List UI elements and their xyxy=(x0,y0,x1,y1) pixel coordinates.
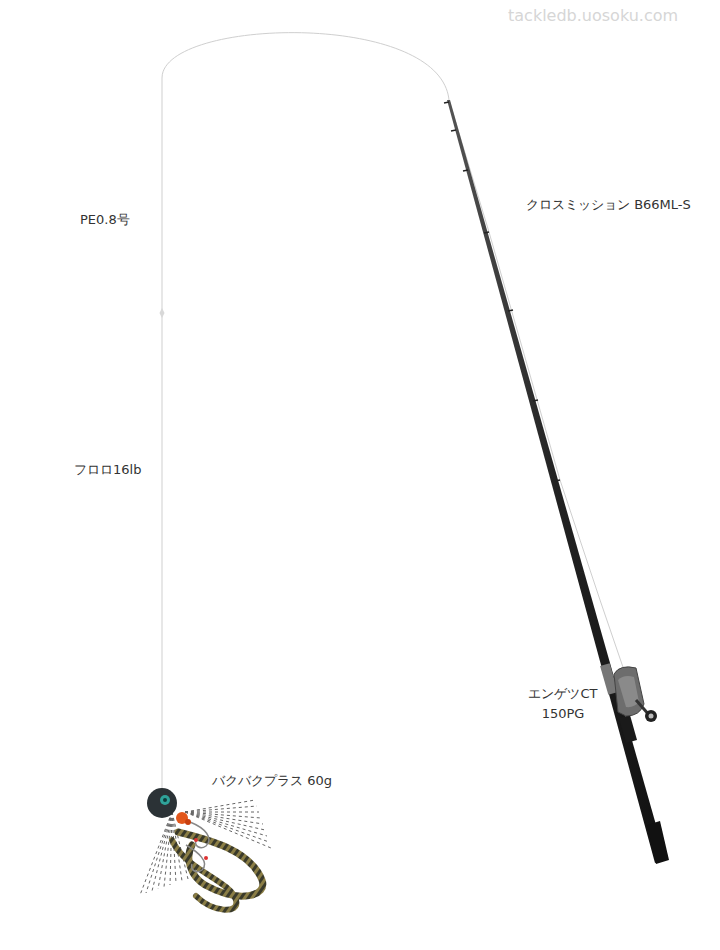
skirt-strand xyxy=(185,812,265,830)
rod-foregrip xyxy=(619,715,637,743)
rod-guide xyxy=(555,480,560,481)
reel-label: エンゲツCT 150PG xyxy=(518,684,608,724)
line-label: PE0.8号 xyxy=(80,210,130,230)
rod-guide xyxy=(508,310,513,311)
skirt-strand xyxy=(185,812,259,813)
rod-guide xyxy=(533,400,538,401)
skirt-strand xyxy=(170,812,172,885)
skirt-strand xyxy=(185,806,257,812)
rod-guide xyxy=(444,102,449,103)
fishing-line xyxy=(162,33,449,790)
leader-label: フロロ16lb xyxy=(74,460,141,480)
skirt-strand xyxy=(140,812,172,895)
rod-label: クロスミッション B66ML-S xyxy=(526,195,691,215)
lure xyxy=(140,788,271,910)
skirt-strand xyxy=(185,812,267,836)
skirt-strand xyxy=(185,812,271,848)
skirt-strand xyxy=(185,812,263,824)
skirt-strand xyxy=(158,812,172,889)
reel xyxy=(600,663,657,722)
rod-guide xyxy=(484,232,489,233)
rod-guide xyxy=(451,130,456,131)
skirt-strand xyxy=(164,812,172,887)
rod-guide xyxy=(463,170,468,171)
rod-blank xyxy=(447,100,666,863)
rod-line xyxy=(449,100,626,676)
line-knot xyxy=(160,308,165,318)
rod-guide xyxy=(579,572,584,573)
watermark: tackledb.uosoku.com xyxy=(508,6,678,26)
skirt-strand xyxy=(146,812,172,893)
skirt-strand xyxy=(152,812,172,891)
skirt-strand xyxy=(185,800,255,812)
rod-guides xyxy=(444,102,584,573)
rod-grip-end xyxy=(647,821,669,864)
lure-label: バクバクプラス 60g xyxy=(212,771,332,791)
